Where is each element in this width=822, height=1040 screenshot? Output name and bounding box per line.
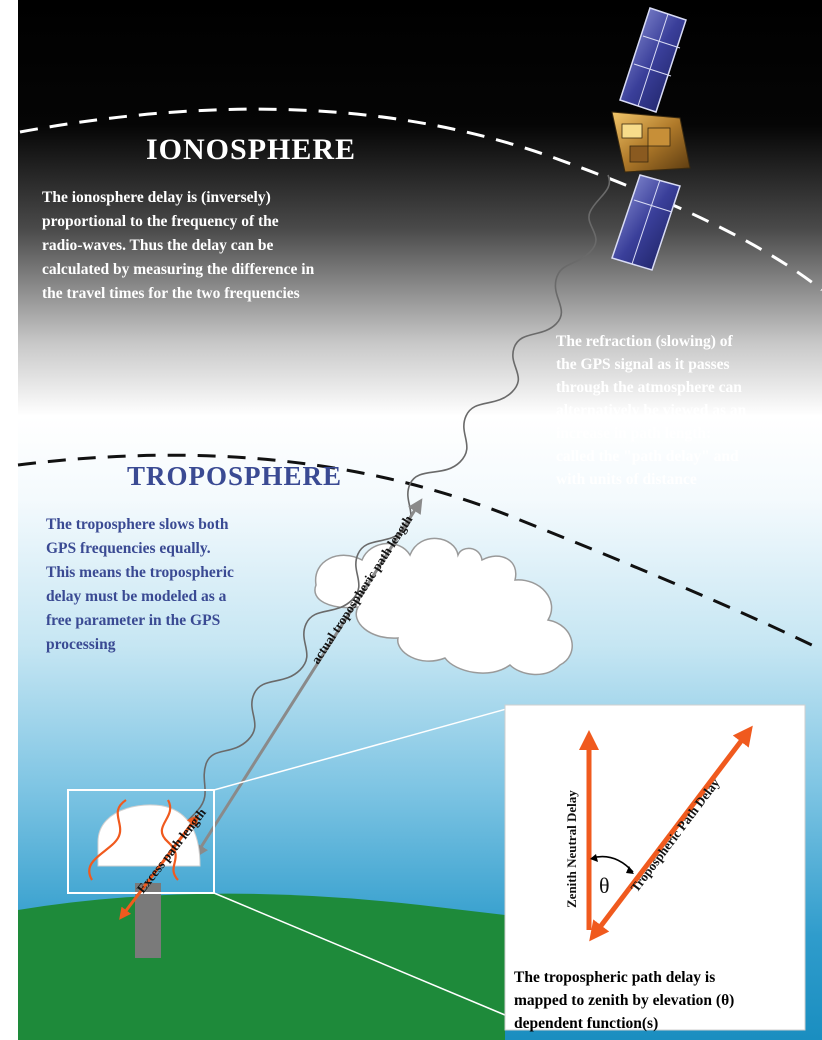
refraction-line: through the atmosphere can <box>556 379 742 396</box>
ionosphere-line: calculated by measuring the difference i… <box>42 261 315 278</box>
refraction-line: alternatively be viewed as an <box>556 402 747 419</box>
refraction-line: called the "path delay" and <box>556 448 739 465</box>
troposphere-line: GPS frequencies equally. <box>46 540 211 557</box>
theta-arc-head-right <box>626 866 634 874</box>
refraction-description: The refraction (slowing) of the GPS sign… <box>556 330 746 491</box>
refraction-line: increase in path length: <box>556 425 712 442</box>
troposphere-description: The troposphere slows both GPS frequenci… <box>46 513 234 657</box>
excess-path-arrow <box>119 814 199 920</box>
satellite-icon <box>611 7 691 271</box>
ionosphere-line: the travel times for the two frequencies <box>42 285 300 302</box>
ground <box>18 893 505 1040</box>
refraction-line: with units of distance <box>556 471 697 488</box>
troposphere-title: TROPOSPHERE <box>127 461 343 491</box>
ionosphere-title: IONOSPHERE <box>146 133 357 166</box>
tropo-path-delay-arrow <box>589 725 753 942</box>
zenith-caption-line: mapped to zenith by elevation (θ) <box>514 992 735 1009</box>
zenith-delay-label: Zenith Neutral Delay <box>564 790 579 908</box>
zenith-caption-line: dependent function(s) <box>514 1015 659 1032</box>
inset-connector-bottom <box>213 892 506 1016</box>
troposphere-line: This means the tropospheric <box>46 564 234 581</box>
orange-signal-wave-1 <box>88 799 127 881</box>
refraction-line: The refraction (slowing) of <box>556 333 733 350</box>
ionosphere-line: proportional to the frequency of the <box>42 213 279 230</box>
troposphere-boundary <box>17 453 822 652</box>
zenith-caption-line: The tropospheric path delay is <box>514 969 716 986</box>
actual-path-arrow <box>193 498 423 859</box>
troposphere-line: delay must be modeled as a <box>46 588 227 605</box>
ionosphere-description: The ionosphere delay is (inversely) prop… <box>42 186 314 306</box>
troposphere-line: processing <box>46 636 116 653</box>
theta-arc-head-left <box>590 854 598 862</box>
zenith-mapping-caption: The tropospheric path delay is mapped to… <box>514 966 734 1035</box>
troposphere-line: The troposphere slows both <box>46 516 229 533</box>
ionosphere-line: radio-waves. Thus the delay can be <box>42 237 274 254</box>
troposphere-line: free parameter in the GPS <box>46 612 221 629</box>
theta-label: θ <box>599 873 610 898</box>
ionosphere-boundary <box>19 107 822 292</box>
ionosphere-line: The ionosphere delay is (inversely) <box>42 189 271 206</box>
refraction-line: the GPS signal as it passes <box>556 356 730 373</box>
inset-connector-top <box>213 707 511 791</box>
